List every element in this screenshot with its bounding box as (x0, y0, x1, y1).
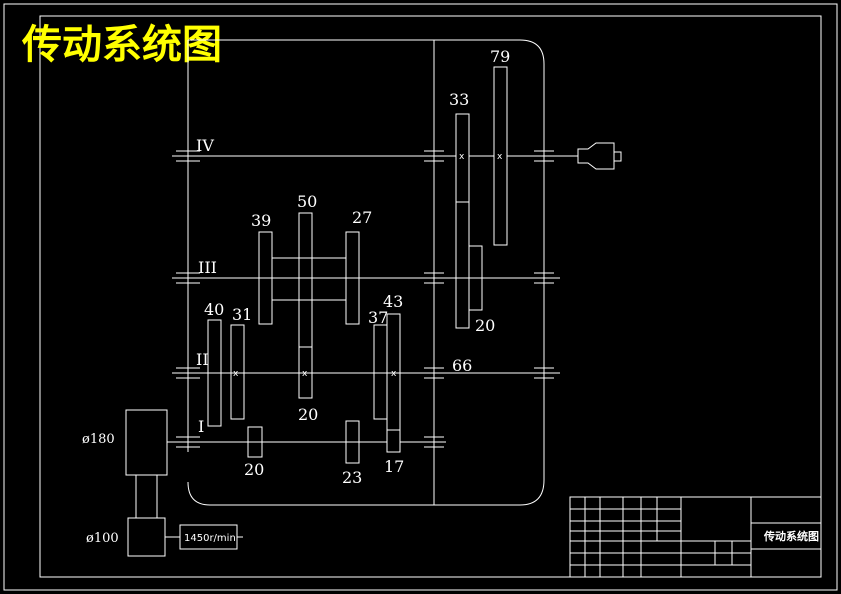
gear-23-label: 23 (342, 468, 362, 487)
gear-17-label: 17 (384, 457, 404, 476)
title-block (569, 496, 822, 578)
gear-50-label: 50 (297, 192, 317, 211)
bearings-right (534, 150, 554, 379)
key-mark: x (302, 369, 308, 379)
gear-37 (373, 324, 388, 420)
bearings-middle (424, 150, 444, 448)
inner-frame (39, 15, 822, 578)
gear-33-label: 33 (449, 90, 469, 109)
large-pulley-label: ø180 (82, 432, 115, 447)
small-pulley-label: ø100 (86, 531, 119, 546)
gear-50 (298, 212, 313, 399)
gear-39-label: 39 (251, 211, 271, 230)
gear-66 (455, 201, 470, 329)
motor-speed-label: 1450r/min (184, 533, 236, 544)
gear-31-label: 31 (232, 305, 252, 324)
shaft-1-label: I (198, 417, 204, 436)
large-pulley (125, 409, 168, 476)
gear-20-shaft3-label: 20 (475, 316, 495, 335)
gear-31 (230, 324, 245, 420)
gear-20-shaft1-label: 20 (244, 460, 264, 479)
key-mark: x (497, 152, 503, 162)
bearings-left (176, 150, 200, 448)
gear-37-label: 37 (368, 308, 388, 327)
gear-27-label: 27 (352, 208, 372, 227)
key-mark: x (391, 369, 397, 379)
spindle-nose (613, 151, 622, 162)
small-pulley (127, 517, 166, 557)
gear-79-label: 79 (490, 47, 510, 66)
key-mark: x (233, 369, 239, 379)
gearbox-housing (187, 39, 545, 506)
gear-66-label: 66 (452, 356, 472, 375)
title-block-drawing-name: 传动系统图 (763, 529, 819, 543)
shaft-2-label: II (196, 350, 209, 369)
shaft-3-label: III (198, 258, 217, 277)
key-mark: x (459, 152, 465, 162)
gear-43-label: 43 (383, 292, 403, 311)
gear-20-shaft2-label: 20 (298, 405, 318, 424)
gear-79 (493, 66, 508, 246)
spindle-output (577, 142, 615, 170)
outer-frame (3, 3, 838, 591)
drawing-title: 传动系统图 (21, 21, 222, 68)
shaft-4-label: IV (196, 136, 214, 155)
gear-40-label: 40 (204, 300, 224, 319)
gear-17 (386, 429, 401, 453)
